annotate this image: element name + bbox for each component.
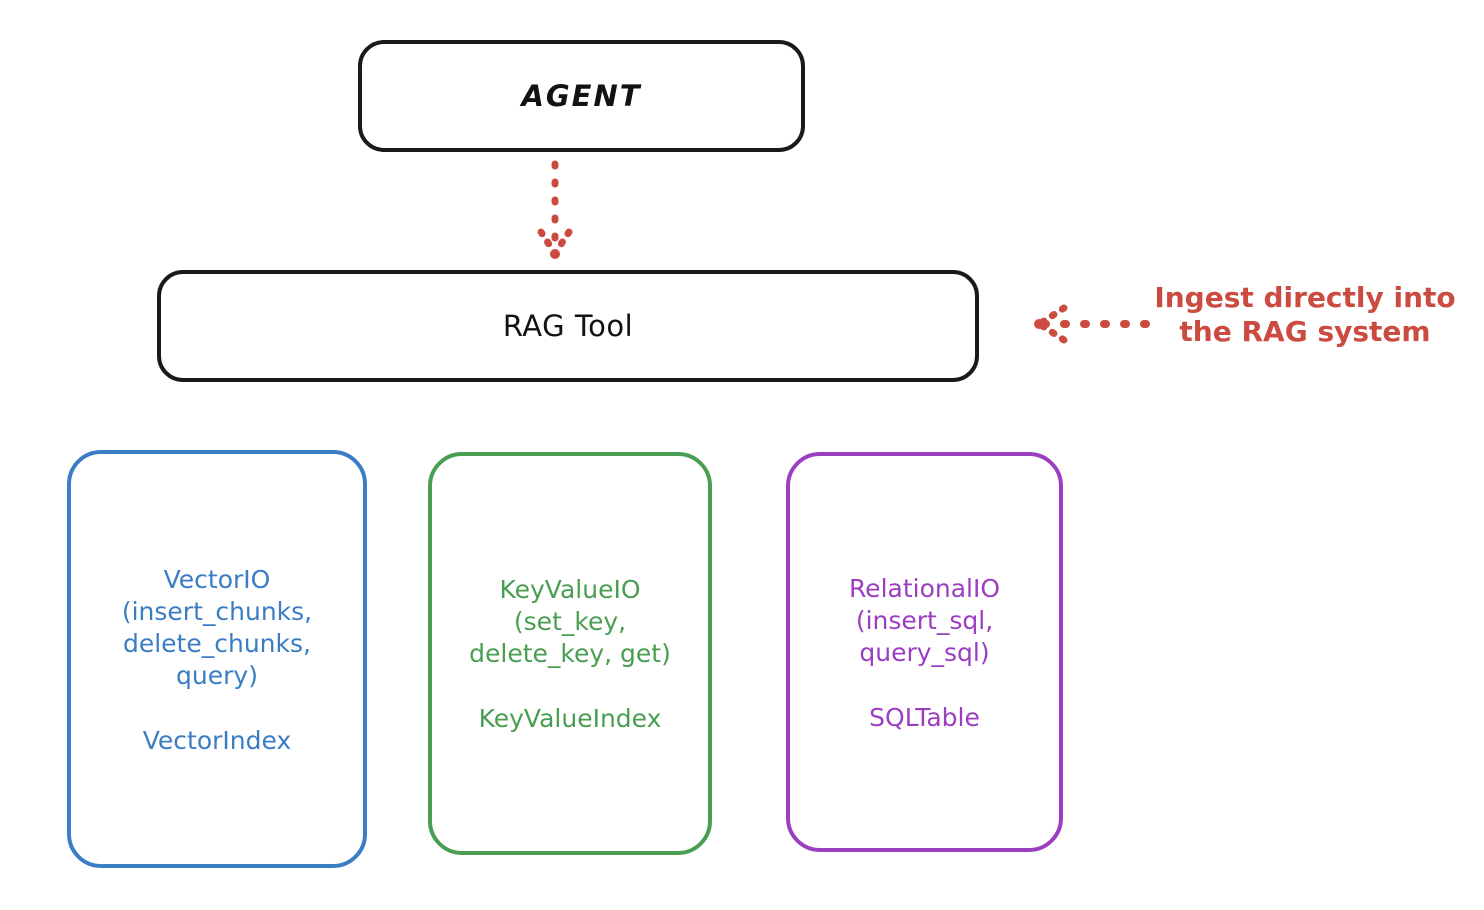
node-agent-label: AGENT [521, 79, 642, 113]
node-vector-io[interactable]: VectorIO (insert_chunks, delete_chunks, … [67, 450, 367, 868]
node-key-value-io-interface: KeyValueIO (set_key, delete_key, get) [469, 575, 671, 668]
edge-ingest-note-to-rag-tool [1034, 304, 1150, 344]
arrowhead-left-icon [1034, 304, 1068, 344]
node-key-value-io-index: KeyValueIndex [478, 704, 662, 733]
node-rag-tool[interactable]: RAG Tool [157, 270, 979, 382]
node-relational-io-index: SQLTable [869, 702, 980, 732]
node-rag-tool-label: RAG Tool [502, 309, 634, 343]
arrowhead-down-icon [537, 228, 573, 259]
node-relational-io-interface: RelationalIO (insert_sql, query_sql) [848, 573, 1001, 667]
node-relational-io[interactable]: RelationalIO (insert_sql, query_sql) SQL… [786, 452, 1063, 852]
node-key-value-io[interactable]: KeyValueIO (set_key, delete_key, get) Ke… [428, 452, 712, 855]
node-vector-io-index: VectorIndex [142, 725, 292, 755]
node-agent[interactable]: AGENT [358, 40, 805, 152]
annotation-ingest: Ingest directly into the RAG system [1154, 281, 1456, 349]
node-vector-io-interface: VectorIO (insert_chunks, delete_chunks, … [121, 564, 313, 690]
edge-agent-to-rag-tool [537, 160, 573, 259]
